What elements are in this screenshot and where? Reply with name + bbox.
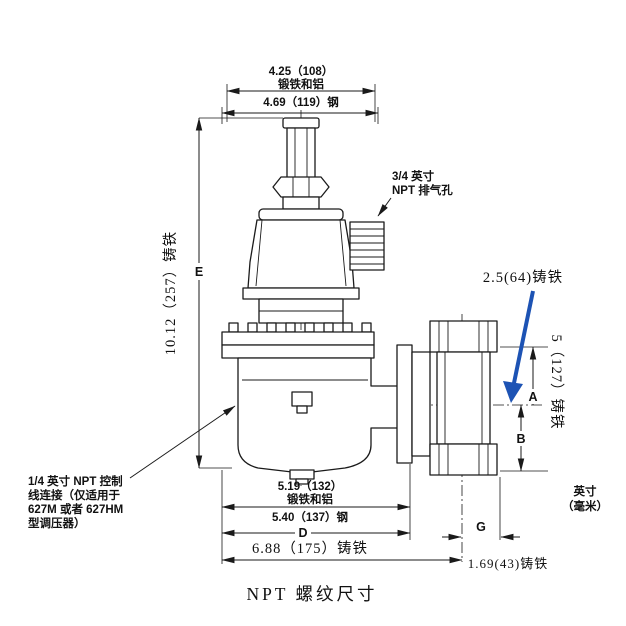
diaphragm-flange (221, 322, 375, 359)
outlet-flange-plate (396, 344, 413, 464)
units-note-line1: 英寸 (573, 484, 597, 498)
flange-bolt (342, 322, 353, 333)
stem-neck (282, 196, 320, 210)
dim-bottom-steel: 5.40（137）钢 (272, 510, 348, 524)
dim-offset-cast-iron: 2.5(64)铸铁 (483, 269, 563, 286)
outlet-assembly (396, 320, 498, 476)
vent-note-line2: NPT 排气孔 (392, 183, 453, 197)
pipe-union-top (429, 320, 498, 353)
vent-leader-line (377, 197, 392, 217)
adjusting-screw (272, 117, 330, 210)
flange-bolt (361, 322, 372, 333)
regulator-body (237, 357, 400, 485)
outlet-flange-plate (411, 351, 431, 457)
spring-case (242, 208, 360, 324)
body-center-plug (291, 391, 313, 407)
dim-right-height: 5（127）铸铁 (548, 335, 565, 430)
control-note-line4: 型调压器） (28, 516, 86, 530)
vent-note-line1: 3/4 英寸 (392, 169, 435, 183)
blue-arrow-shaft (512, 290, 535, 384)
dim-top-steel: 4.69（119）钢 (263, 95, 338, 109)
dim-bottom-iron-aluminum-material: 锻铁和铝 (287, 492, 333, 506)
flange-bolt (247, 322, 258, 333)
dim-overall-height: 10.12（257）铸铁 (162, 231, 179, 355)
dim-letter-b: B (516, 432, 525, 446)
drawing-title: NPT 螺纹尺寸 (246, 584, 377, 604)
dim-letter-d: D (298, 526, 307, 540)
dim-g-value: 1.69(43)铸铁 (468, 556, 548, 571)
flange-bolt (285, 322, 296, 333)
bottom-plug (289, 469, 315, 480)
control-note-line2: 线连接（仅适用于 (28, 488, 120, 502)
regulator-drawing (221, 117, 498, 485)
dim-letter-a: A (528, 390, 537, 404)
control-note-line3: 627M 或者 627HM (28, 502, 123, 516)
dim-top-iron-aluminum-material: 锻铁和铝 (278, 77, 324, 91)
dim-bottom-iron-aluminum-value: 5.19（132） (278, 479, 343, 493)
label-bg-d (295, 525, 311, 540)
control-note-line1: 1/4 英寸 NPT 控制 (28, 474, 123, 488)
label-bg-a (525, 389, 541, 404)
units-note-line2: （毫米） (562, 499, 608, 513)
dim-letter-g: G (476, 520, 486, 534)
dim-letter-e: E (195, 265, 203, 279)
pipe-union-bottom (429, 443, 498, 476)
flange-bolt (228, 322, 239, 333)
blue-arrow (503, 290, 535, 403)
dim-bottom-cast-iron: 6.88（175）铸铁 (252, 540, 368, 557)
flange-bolt (304, 322, 315, 333)
spring-case-rim (242, 287, 360, 300)
label-bg-e (190, 263, 208, 280)
blue-arrow-head (503, 381, 523, 403)
flange-bolt (266, 322, 277, 333)
dimension-lines (129, 87, 537, 564)
flange-bolt (323, 322, 334, 333)
pipe-body (436, 351, 491, 445)
label-bg-b (513, 431, 529, 446)
locknut-hex (272, 176, 330, 198)
dim-top-iron-aluminum-value: 4.25（108） (269, 64, 334, 78)
control-leader-line (129, 405, 236, 479)
vent-screen (349, 221, 385, 271)
